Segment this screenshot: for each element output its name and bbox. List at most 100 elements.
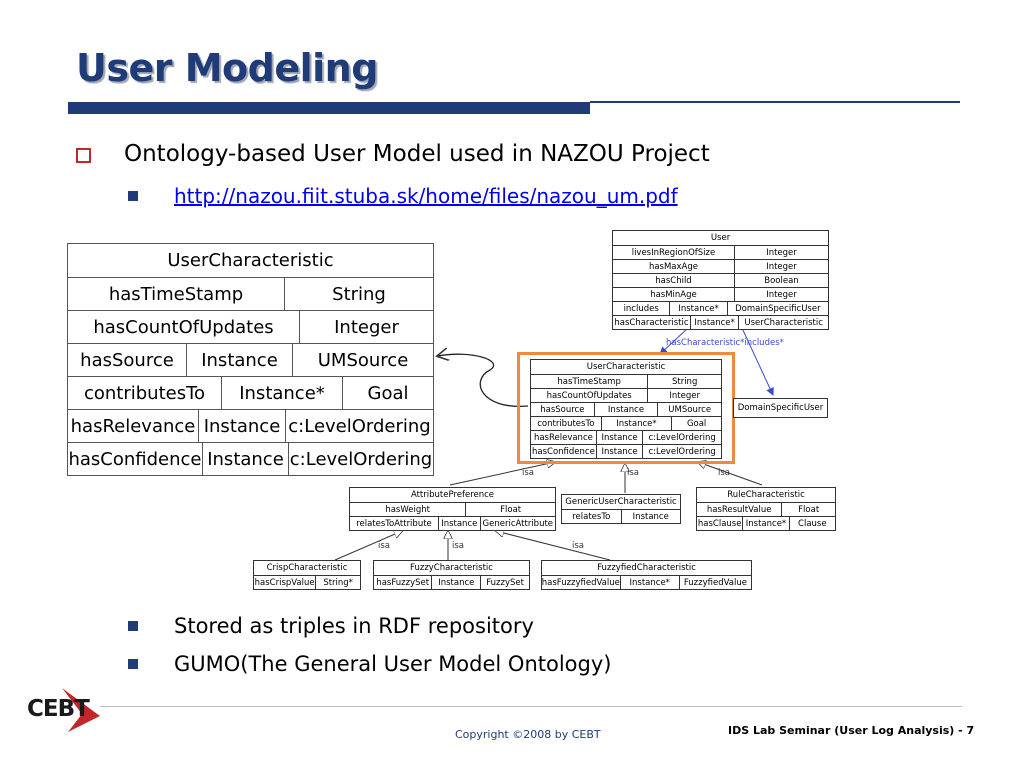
- uml-cell: FuzzyfiedValue: [678, 576, 751, 589]
- slide-footer-title: IDS Lab Seminar (User Log Analysis) - 7: [728, 724, 975, 737]
- table-cell: hasRelevance: [70, 415, 196, 437]
- uml-cell: Instance*: [742, 517, 788, 530]
- isa-label: isa: [627, 468, 639, 478]
- uml-title: AttributePreference: [410, 490, 495, 500]
- uml-generic-user-characteristic: GenericUserCharacteristic relatesTo Insta…: [561, 494, 681, 524]
- uml-title: UserCharacteristic: [586, 362, 666, 372]
- table-cell: hasTimeStamp: [108, 283, 244, 305]
- uml-title: FuzzyfiedCharacteristic: [597, 563, 696, 573]
- uml-cell: UMSource: [657, 403, 721, 416]
- uml-cell: Clause: [788, 517, 835, 530]
- title-underline-thin: [590, 101, 960, 103]
- uml-cell: Instance*: [600, 417, 672, 430]
- filled-square-bullet-icon: [128, 191, 138, 201]
- uml-cell: String: [647, 375, 721, 388]
- bullet-gumo-text: GUMO(The General User Model Ontology): [174, 652, 612, 676]
- uml-cell: hasCharacteristic: [614, 317, 689, 328]
- filled-square-bullet-icon: [128, 621, 138, 631]
- uml-cell: includes: [623, 303, 659, 314]
- bullet-link: http://nazou.fiit.stuba.sk/home/files/na…: [128, 184, 678, 208]
- uml-cell: hasClause: [697, 518, 742, 529]
- uml-cell: Float: [781, 503, 835, 516]
- bullet-main-text: Ontology-based User Model used in NAZOU …: [124, 141, 710, 167]
- uml-cell: GenericAttribute: [479, 517, 555, 530]
- uml-cell: Instance*: [619, 576, 679, 589]
- table-cell: c:LevelOrdering: [288, 443, 433, 475]
- highlight-frame: [517, 352, 735, 464]
- bullet-gumo: GUMO(The General User Model Ontology): [128, 652, 611, 676]
- uml-fuzzyfied-characteristic: FuzzyfiedCharacteristic hasFuzzyfiedValu…: [541, 560, 752, 590]
- uml-cell: FuzzySet: [480, 576, 529, 589]
- footer-divider: [100, 706, 962, 707]
- uml-cell: hasCrispValue: [254, 577, 315, 588]
- table-header: UserCharacteristic: [167, 250, 334, 271]
- uml-title: RuleCharacteristic: [727, 490, 805, 500]
- uml-cell: DomainSpecificUser: [726, 302, 828, 315]
- uml-cell: hasConfidence: [532, 446, 595, 457]
- uml-cell: hasFuzzySet: [376, 577, 430, 588]
- uml-title: FuzzyCharacteristic: [410, 563, 493, 573]
- uml-cell: Instance*: [689, 316, 738, 329]
- uml-cell: Boolean: [733, 274, 828, 287]
- isa-label: isa: [718, 468, 730, 478]
- nazou-pdf-link[interactable]: http://nazou.fiit.stuba.sk/home/files/na…: [174, 184, 678, 208]
- uml-cell: Instance: [620, 510, 681, 523]
- uml-cell: Instance: [437, 517, 480, 530]
- uml-cell: Instance: [431, 576, 480, 589]
- cebt-logo-icon: [62, 688, 100, 732]
- uml-domain-specific-user: DomainSpecificUser: [733, 398, 828, 418]
- uml-cell: String*: [315, 576, 360, 589]
- copyright-text: Copyright ©2008 by CEBT: [455, 728, 601, 741]
- uml-user-characteristic: UserCharacteristic hasTimeStamp String ha…: [530, 359, 722, 459]
- uml-cell: relatesTo: [572, 511, 611, 522]
- uml-cell: hasRelevance: [533, 432, 593, 443]
- uml-title: User: [710, 233, 731, 243]
- uml-cell: Instance: [595, 445, 642, 458]
- bullet-main: Ontology-based User Model used in NAZOU …: [76, 141, 710, 167]
- uml-cell: hasSource: [540, 404, 585, 415]
- filled-square-bullet-icon: [128, 659, 138, 669]
- table-cell: hasSource: [80, 349, 174, 371]
- isa-label: isa: [378, 541, 390, 551]
- table-cell: Instance: [198, 410, 285, 442]
- uml-cell: Instance: [595, 431, 642, 444]
- table-cell: hasConfidence: [68, 448, 202, 470]
- uml-cell: hasResultValue: [706, 504, 772, 515]
- uml-title: GenericUserCharacteristic: [565, 497, 677, 507]
- isa-label: isa: [522, 468, 534, 478]
- uml-cell: UserCharacteristic: [738, 316, 828, 329]
- uml-cell: Goal: [671, 417, 721, 430]
- uml-cell: hasCountOfUpdates: [546, 390, 632, 401]
- table-cell: Instance: [202, 443, 288, 475]
- uml-cell: Instance*: [669, 302, 726, 315]
- uml-cell: contributesTo: [537, 418, 595, 429]
- uml-title: DomainSpecificUser: [737, 403, 824, 413]
- uml-cell: hasTimeStamp: [557, 376, 621, 387]
- hollow-square-bullet-icon: [76, 147, 91, 163]
- uml-title: CrispCharacteristic: [266, 563, 348, 573]
- table-cell: String: [284, 278, 433, 310]
- isa-label: isa: [452, 541, 464, 551]
- user-characteristic-table: UserCharacteristic hasTimeStamp String h…: [67, 243, 434, 476]
- uml-cell: Integer: [733, 246, 828, 259]
- table-cell: Instance: [186, 344, 292, 376]
- title-underline-thick: [68, 102, 590, 114]
- uml-cell: Instance: [593, 403, 658, 416]
- table-cell: UMSource: [292, 344, 433, 376]
- uml-cell: Integer: [733, 260, 828, 273]
- edge-label-has-characteristic: hasCharacteristic*includes*: [666, 338, 784, 348]
- cebt-logo-text: CEBT: [27, 696, 90, 722]
- uml-cell: hasFuzzyfiedValue: [542, 577, 620, 588]
- uml-cell: hasMaxAge: [648, 261, 698, 272]
- table-cell: Goal: [342, 377, 433, 409]
- uml-cell: hasWeight: [385, 504, 430, 515]
- table-cell: Instance*: [221, 377, 342, 409]
- uml-cell: Integer: [647, 389, 721, 402]
- table-cell: Integer: [299, 311, 433, 343]
- isa-label: isa: [572, 541, 584, 551]
- uml-cell: c:LevelOrdering: [642, 431, 721, 444]
